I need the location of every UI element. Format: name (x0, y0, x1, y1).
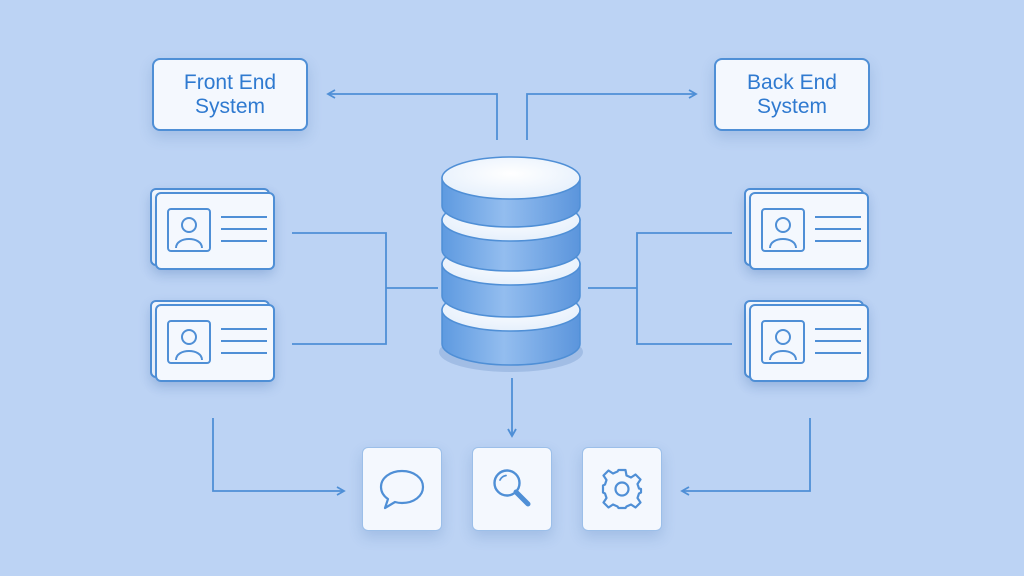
front-end-system-node: Front End System (152, 58, 308, 131)
connector-left-to-chat (212, 418, 346, 496)
chat-tile (362, 447, 442, 531)
chat-bubble-icon (379, 469, 425, 510)
connector-right-to-settings (680, 418, 811, 496)
user-card-right-1 (744, 188, 870, 272)
search-tile (472, 447, 552, 531)
gear-icon (601, 468, 643, 510)
user-avatar-icon (167, 208, 211, 252)
user-card-left-2 (150, 300, 276, 384)
connector-db-to-back-end (526, 89, 698, 140)
magnifier-icon (493, 469, 531, 507)
user-avatar-icon (761, 208, 805, 252)
connector-db-to-front-end (326, 89, 498, 140)
user-card-left-1 (150, 188, 276, 272)
connector-left-cards (292, 232, 438, 345)
database-icon (439, 156, 583, 372)
back-end-system-node: Back End System (714, 58, 870, 131)
user-avatar-icon (761, 320, 805, 364)
user-avatar-icon (167, 320, 211, 364)
user-card-right-2 (744, 300, 870, 384)
connector-right-cards (588, 232, 732, 345)
settings-tile (582, 447, 662, 531)
